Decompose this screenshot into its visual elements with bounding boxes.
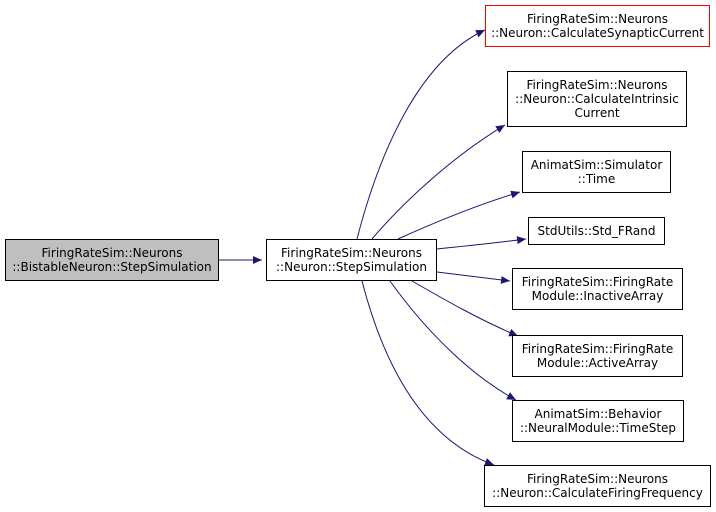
node-bistable-step-simulation: FiringRateSim::Neurons ::BistableNeuron:… — [5, 239, 219, 281]
node-calculate-firing-frequency[interactable]: FiringRateSim::Neurons ::Neuron::Calcula… — [484, 465, 711, 507]
node-neuron-step-simulation[interactable]: FiringRateSim::Neurons ::Neuron::StepSim… — [266, 239, 437, 281]
node-line: FiringRateSim::Neurons — [526, 78, 668, 92]
edge-step-to-intrinsic — [371, 124, 506, 240]
node-line: Module::ActiveArray — [536, 356, 659, 370]
edge-step-to-frand — [436, 236, 527, 250]
node-line: FiringRateSim::Neurons — [527, 472, 668, 486]
node-line: AnimatSim::Simulator — [530, 158, 663, 172]
edge-step-to-timestep — [389, 280, 517, 401]
edge-step-to-active — [411, 280, 519, 337]
node-line: ::NeuralModule::TimeStep — [519, 421, 677, 435]
edge-step-to-inactive — [436, 271, 511, 284]
node-line: FiringRateSim::Neurons — [281, 246, 422, 260]
edge-step-to-frequency — [361, 280, 495, 466]
node-calculate-synaptic-current[interactable]: FiringRateSim::Neurons ::Neuron::Calcula… — [485, 5, 710, 47]
node-std-frand[interactable]: StdUtils::Std_FRand — [528, 217, 665, 245]
node-line: Module::InactiveArray — [531, 289, 664, 303]
edge-step-to-synaptic — [356, 29, 486, 240]
edge-step-to-time — [397, 190, 521, 240]
node-simulator-time[interactable]: AnimatSim::Simulator ::Time — [522, 151, 671, 193]
node-line: ::BistableNeuron::StepSimulation — [12, 260, 212, 274]
node-line: FiringRateSim::Neurons — [41, 246, 183, 260]
node-line: FiringRateSim::FiringRate — [521, 275, 674, 289]
node-calculate-intrinsic-current[interactable]: FiringRateSim::Neurons ::Neuron::Calcula… — [507, 71, 687, 127]
node-line: AnimatSim::Behavior — [534, 407, 662, 421]
node-line: ::Neuron::CalculateFiringFrequency — [492, 486, 703, 500]
node-line: FiringRateSim::Neurons — [527, 12, 668, 26]
node-line: ::Neuron::CalculateSynapticCurrent — [491, 26, 704, 40]
node-inactive-array[interactable]: FiringRateSim::FiringRate Module::Inacti… — [512, 268, 683, 310]
node-neural-module-time-step[interactable]: AnimatSim::Behavior ::NeuralModule::Time… — [512, 400, 684, 442]
node-line: StdUtils::Std_FRand — [537, 224, 656, 238]
node-line: ::Neuron::StepSimulation — [276, 260, 427, 274]
node-line: Current — [574, 106, 620, 120]
node-line: ::Time — [577, 172, 616, 186]
node-active-array[interactable]: FiringRateSim::FiringRate Module::Active… — [512, 335, 683, 377]
node-line: ::Neuron::CalculateIntrinsic — [515, 92, 679, 106]
node-line: FiringRateSim::FiringRate — [521, 342, 674, 356]
